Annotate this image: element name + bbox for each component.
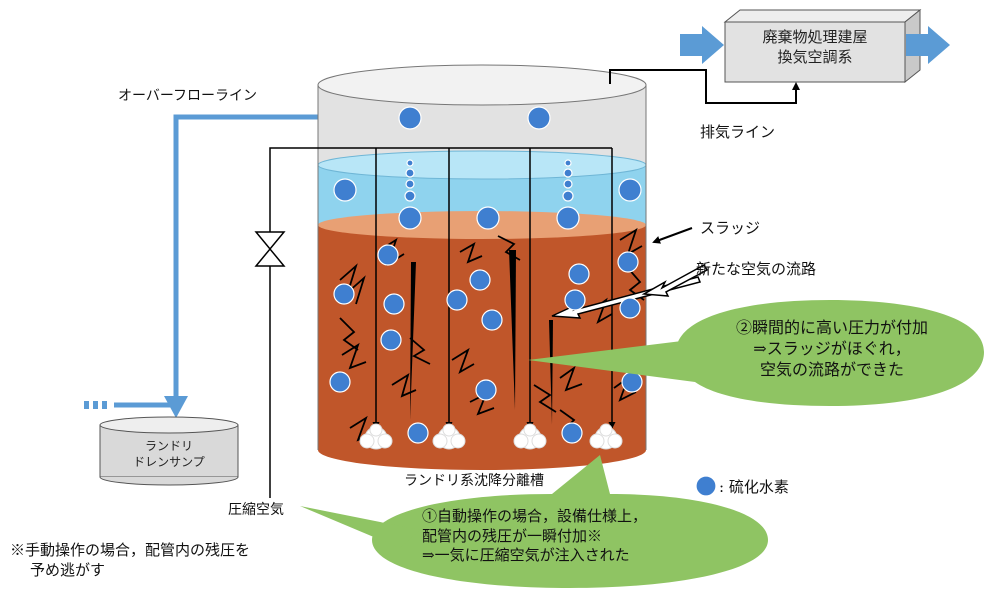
waste-building-line-2: 換気空調系	[777, 47, 853, 66]
crack-wedges	[410, 250, 553, 425]
pipe-dash-marks	[84, 401, 107, 409]
tank	[317, 64, 647, 470]
manual-note-line-2: 予め逃がす	[30, 561, 106, 580]
callout-upper-line-2: ⇒スラッジがほぐれ，	[753, 338, 911, 358]
legend-h2s-icon	[695, 475, 717, 497]
compressed-air-label: 圧縮空気	[228, 502, 284, 518]
tank-name-label: ランドリ系沈降分離槽	[404, 473, 544, 489]
waste-building-label: 廃棄物処理建屋 換気空調系	[725, 28, 905, 67]
callout-lower-line-1: ①自動操作の場合，設備仕様上，	[422, 507, 648, 525]
exhaust-line	[609, 69, 800, 104]
compressed-air-line	[269, 147, 616, 498]
callout-lower-text: ①自動操作の場合，設備仕様上， 配管内の残圧が一瞬付加※ ⇒一気に圧縮空気が注入…	[386, 507, 766, 566]
h2s-bubbles	[329, 106, 643, 444]
overflow-pipe	[114, 114, 318, 408]
callout-upper-line-1: ②瞬間的に高い圧力が付加	[735, 318, 928, 337]
drain-sump-line-1: ランドリ	[144, 439, 193, 453]
valve-icon	[254, 231, 286, 267]
callout-upper-line-3: 空気の流路ができた	[759, 359, 904, 379]
sludge-pointer-arrow	[652, 227, 693, 244]
sludge-label: スラッジ	[700, 219, 761, 237]
callout-lower-line-3: ⇒一気に圧縮空気が注入された	[422, 546, 630, 564]
drain-sump-label: ランドリ ドレンサンプ	[100, 439, 238, 470]
air-burst	[359, 423, 623, 450]
callout-lower-line-2: 配管内の残圧が一瞬付加※	[422, 526, 603, 545]
inflow-arrow	[680, 26, 724, 64]
outflow-arrow	[906, 26, 950, 64]
waste-building-box	[723, 8, 922, 84]
waste-building-line-1: 廃棄物処理建屋	[762, 28, 868, 46]
overflow-line-label: オーバーフローライン	[118, 88, 258, 104]
callout-lower-shape	[372, 455, 768, 588]
overflow-pipe-arrowhead	[164, 396, 188, 418]
legend-label: : 硫化水素	[719, 478, 789, 496]
drain-sump	[99, 416, 239, 486]
drain-sump-line-2: ドレンサンプ	[133, 454, 205, 469]
manual-note: ※手動操作の場合，配管内の残圧を 予め逃がす	[10, 540, 250, 581]
exhaust-line-label: 排気ライン	[700, 123, 776, 141]
callout-lower-tail	[300, 506, 420, 548]
callout-upper-text: ②瞬間的に高い圧力が付加 ⇒スラッジがほぐれ， 空気の流路ができた	[690, 318, 974, 380]
callout-upper-shape	[528, 300, 984, 406]
manual-note-line-1: ※手動操作の場合，配管内の残圧を	[10, 541, 251, 559]
new-air-path-label: 新たな空気の流路	[696, 260, 817, 278]
